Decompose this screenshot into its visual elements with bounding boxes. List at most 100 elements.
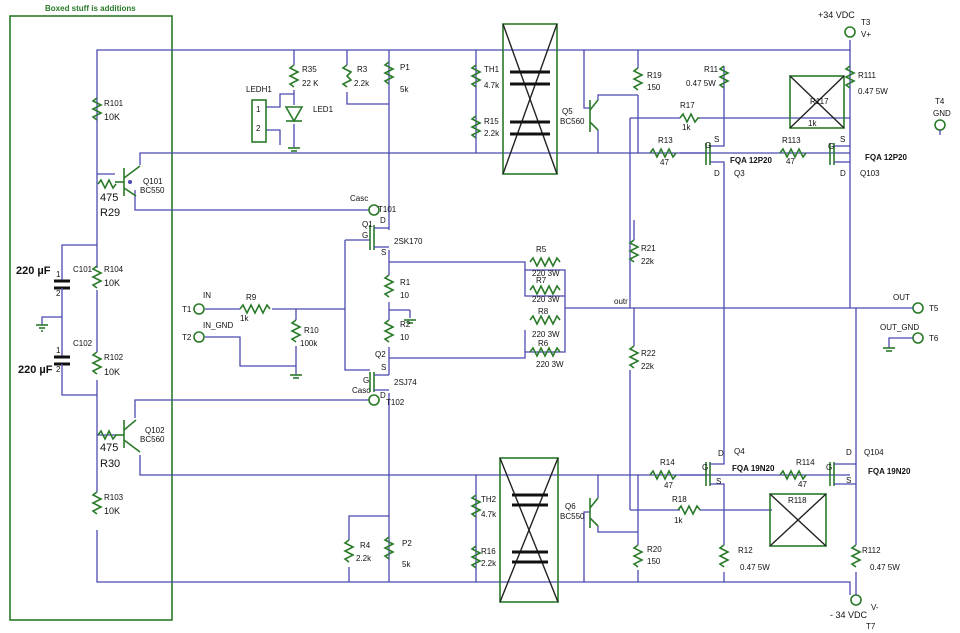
r8-value: 220 3W (532, 330, 560, 339)
led1-name: LED1 (313, 105, 334, 114)
q4-pin-g: G (702, 463, 708, 472)
q104-pin-s: S (846, 476, 851, 485)
casc-terminal-t102[interactable] (368, 394, 380, 406)
resistor-r16 (470, 545, 482, 569)
jfet-q2 (369, 372, 389, 392)
neg-symbol: V- (871, 603, 879, 612)
q4-name: Q4 (734, 447, 745, 456)
terminal-t2[interactable] (193, 331, 205, 343)
resistor-r12 (718, 544, 730, 568)
bias-top-pots (346, 50, 389, 105)
input-stage (205, 213, 566, 375)
r102-value: 10K (104, 367, 120, 377)
ground-symbol (883, 347, 895, 352)
mosfet-q3 (680, 66, 725, 308)
resistor-r111 (844, 65, 856, 89)
q3-name: Q3 (734, 169, 745, 178)
r12-name: R12 (738, 546, 753, 555)
q2-pin-g: G (363, 376, 369, 385)
removed-r117 (789, 75, 845, 129)
ground-symbol (290, 374, 302, 379)
r11-name: R11 (704, 65, 719, 74)
resistor-r5 (529, 256, 561, 268)
capacitor-c101 (54, 270, 70, 300)
driver-bottom (583, 370, 772, 582)
mosfet-q103 (829, 50, 851, 308)
r15-value: 2.2k (484, 129, 500, 138)
resistor-r35 (288, 64, 300, 88)
terminal-t6[interactable] (912, 332, 924, 344)
c102-value: 220 µF (18, 364, 53, 376)
r14-value: 47 (664, 481, 673, 490)
resistor-r13 (649, 147, 677, 159)
q103-pin-d: D (840, 169, 846, 178)
terminal-t7[interactable] (850, 594, 862, 606)
th1-value: 4.7k (484, 81, 500, 90)
r9-name: R9 (246, 293, 257, 302)
q103-pin-s: S (840, 135, 845, 144)
r22-value: 22k (641, 362, 655, 371)
r1-value: 10 (400, 291, 409, 300)
terminal-t4[interactable] (934, 119, 946, 131)
terminal-t1[interactable] (193, 303, 205, 315)
th2-name: TH2 (481, 495, 497, 504)
led-network (251, 50, 304, 148)
t5-name: T5 (929, 304, 939, 313)
q104-pin-g: G (826, 463, 832, 472)
potentiometer-p1 (383, 61, 395, 85)
q1-pin-s: S (381, 248, 386, 257)
r21-value: 22k (641, 257, 655, 266)
th2-value: 4.7k (481, 510, 497, 519)
r35-name: R35 (302, 65, 317, 74)
bias-network (41, 98, 388, 492)
t4-name: T4 (935, 97, 945, 106)
r35-value: 22 K (302, 79, 319, 88)
r22-name: R22 (641, 349, 656, 358)
terminal-t3[interactable] (844, 26, 856, 38)
r3-value: 2.2k (354, 79, 370, 88)
resistor-r101 (91, 97, 103, 121)
casc-terminal-t101[interactable] (368, 204, 380, 216)
q103-name: Q103 (860, 169, 880, 178)
r20-name: R20 (647, 545, 662, 554)
t1-name: T1 (182, 305, 192, 314)
r114-value: 47 (798, 480, 807, 489)
r30-name: R30 (100, 458, 120, 470)
thermistor-top-branch (475, 23, 558, 175)
r17-name: R17 (680, 101, 695, 110)
ground-symbol (404, 319, 416, 324)
q4-pin-s: S (716, 477, 721, 486)
r7-value: 220 3W (532, 295, 560, 304)
r112-name: R112 (862, 546, 881, 555)
ground-symbol (36, 324, 48, 332)
r4-value: 2.2k (356, 554, 372, 563)
resistor-r11 (718, 65, 730, 89)
t7-name: T7 (866, 622, 876, 631)
r7-name: R7 (536, 276, 547, 285)
r19-name: R19 (647, 71, 662, 80)
resistor-r21 (628, 239, 640, 263)
r18-name: R18 (672, 495, 687, 504)
r5-value: 220 3W (532, 269, 560, 278)
q104-pin-d: D (846, 448, 852, 457)
p2-value: 5k (402, 560, 411, 569)
q1-part: 2SK170 (394, 237, 423, 246)
resistor-r4 (343, 539, 355, 563)
outgnd-label: OUT_GND (880, 323, 919, 332)
q5-name: Q5 (562, 107, 573, 116)
r20-value: 150 (647, 557, 661, 566)
q2-pin-d: D (380, 391, 386, 400)
r18-value: 1k (674, 516, 683, 525)
r6-name: R6 (538, 339, 549, 348)
q6-name: Q6 (565, 502, 576, 511)
t2-label: IN_GND (203, 321, 233, 330)
r103-name: R103 (104, 493, 124, 502)
terminal-t5[interactable] (912, 302, 924, 314)
t6-name: T6 (929, 334, 939, 343)
q101-name: Q101 (143, 177, 163, 186)
driver-top (583, 50, 850, 308)
c101-pin1: 1 (56, 270, 61, 279)
out-label: OUT (893, 293, 910, 302)
r112-value: 0.47 5W (870, 563, 900, 572)
resistor-r9 (239, 303, 271, 315)
